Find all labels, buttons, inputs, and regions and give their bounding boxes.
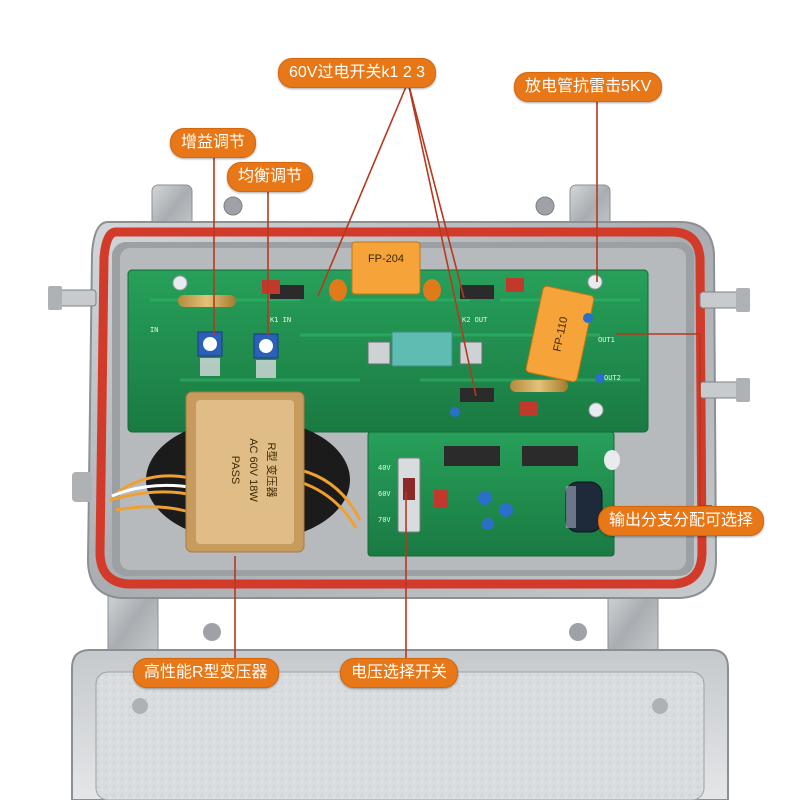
fp204-module — [351, 241, 421, 295]
fp110-module: FP-110 — [525, 285, 595, 383]
coil-1 — [178, 295, 236, 307]
eq-trimmer[interactable] — [253, 333, 279, 378]
coil-2 — [510, 380, 568, 392]
callout-transformer: 高性能R型变压器 — [133, 658, 279, 688]
pcb-in-label: IN — [150, 326, 158, 334]
fp204-label: FP-204 — [368, 253, 404, 265]
transformer-label-line2: AC 60V 18W — [247, 438, 259, 502]
enclosure-lid — [71, 649, 729, 800]
pcb-k1-label: K1 IN — [270, 316, 291, 324]
pcb-40v-label: 40V — [378, 464, 391, 472]
pcb-k2-label: K2 OUT — [462, 316, 488, 324]
transformer-label-line1: R型 变压器 — [265, 443, 279, 498]
pcb-out1-label: OUT1 — [598, 336, 615, 344]
callout-surge-protection: 放电管抗雷击5KV — [514, 72, 663, 102]
r-transformer: R型 变压器 AC 60V 18W PASS — [109, 391, 362, 553]
callout-eq-adjust: 均衡调节 — [227, 162, 314, 192]
transformer-label-line3: PASS — [229, 456, 241, 485]
pcb-out2-label: OUT2 — [604, 374, 621, 382]
rf-connectors — [48, 286, 750, 502]
hybrid-module — [391, 331, 453, 367]
callout-output-select: 输出分支分配可选择 — [598, 506, 765, 536]
callout-leaders — [213, 81, 712, 664]
callout-voltage-switch: 电压选择开关 — [340, 658, 459, 688]
callout-60v-switch: 60V过电开关k1 2 3 — [278, 58, 437, 88]
pcb-70v-label: 70V — [378, 516, 391, 524]
power-pcb: 40V 60V 70V — [367, 431, 620, 557]
callout-gain-adjust: 增益调节 — [170, 128, 257, 158]
pcb-60v-label: 60V — [378, 490, 391, 498]
gain-trimmer[interactable] — [197, 331, 223, 376]
